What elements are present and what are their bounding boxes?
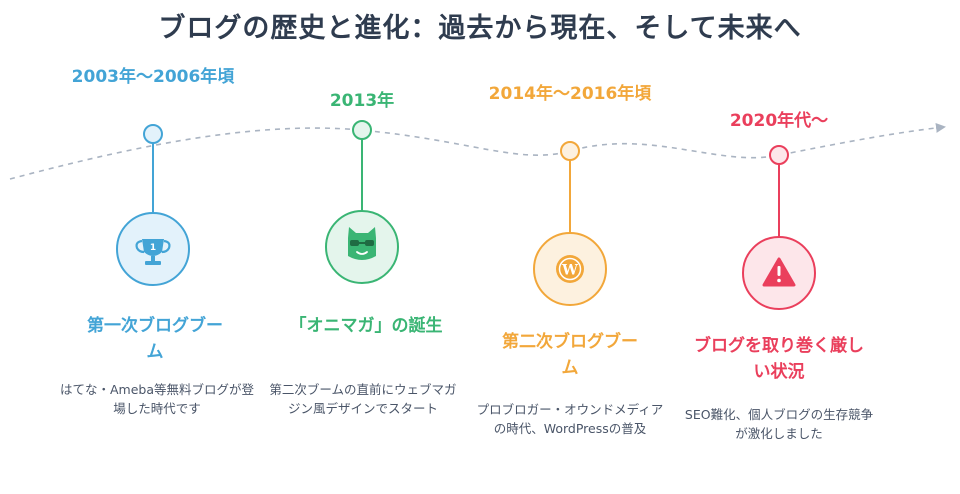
event-3-period: 2014年〜2016年頃 — [488, 84, 652, 104]
svg-text:1: 1 — [150, 243, 156, 253]
event-2-description: 第二次ブームの直前にウェブマガジン風デザインでスタート — [269, 382, 457, 416]
wordpress-icon: W — [556, 255, 584, 283]
warning-icon — [762, 257, 796, 287]
timeline-axis — [9, 122, 946, 180]
event-1-period: 2003年〜2006年頃 — [71, 67, 235, 87]
cat-glasses-icon — [348, 227, 376, 260]
event-4-marker — [742, 145, 816, 310]
event-2-heading: 「オニマガ」の誕生 — [289, 316, 443, 336]
svg-text:W: W — [561, 263, 578, 279]
event-3-description: プロブロガー・オウンドメディアの時代、WordPressの普及 — [476, 402, 664, 436]
event-3-heading: 第二次ブログブーム — [502, 332, 638, 378]
event-1-description: はてな・Ameba等無料ブログが登場した時代です — [59, 382, 254, 416]
trophy-icon: 1 — [135, 239, 171, 265]
event-4-period: 2020年代〜 — [729, 111, 829, 131]
event-4-heading: ブログを取り巻く厳しい状況 — [694, 336, 864, 382]
event-1-marker: 1 — [116, 124, 190, 286]
event-3-marker: W — [533, 141, 607, 306]
event-2-marker — [325, 120, 399, 284]
event-2-period: 2013年 — [329, 91, 395, 111]
diagram-title: ブログの歴史と進化：過去から現在、そして未来へ — [158, 13, 802, 44]
event-1-heading: 第一次ブログブーム — [87, 316, 223, 362]
event-4-description: SEO難化、個人ブログの生存競争が激化しました — [684, 407, 874, 441]
